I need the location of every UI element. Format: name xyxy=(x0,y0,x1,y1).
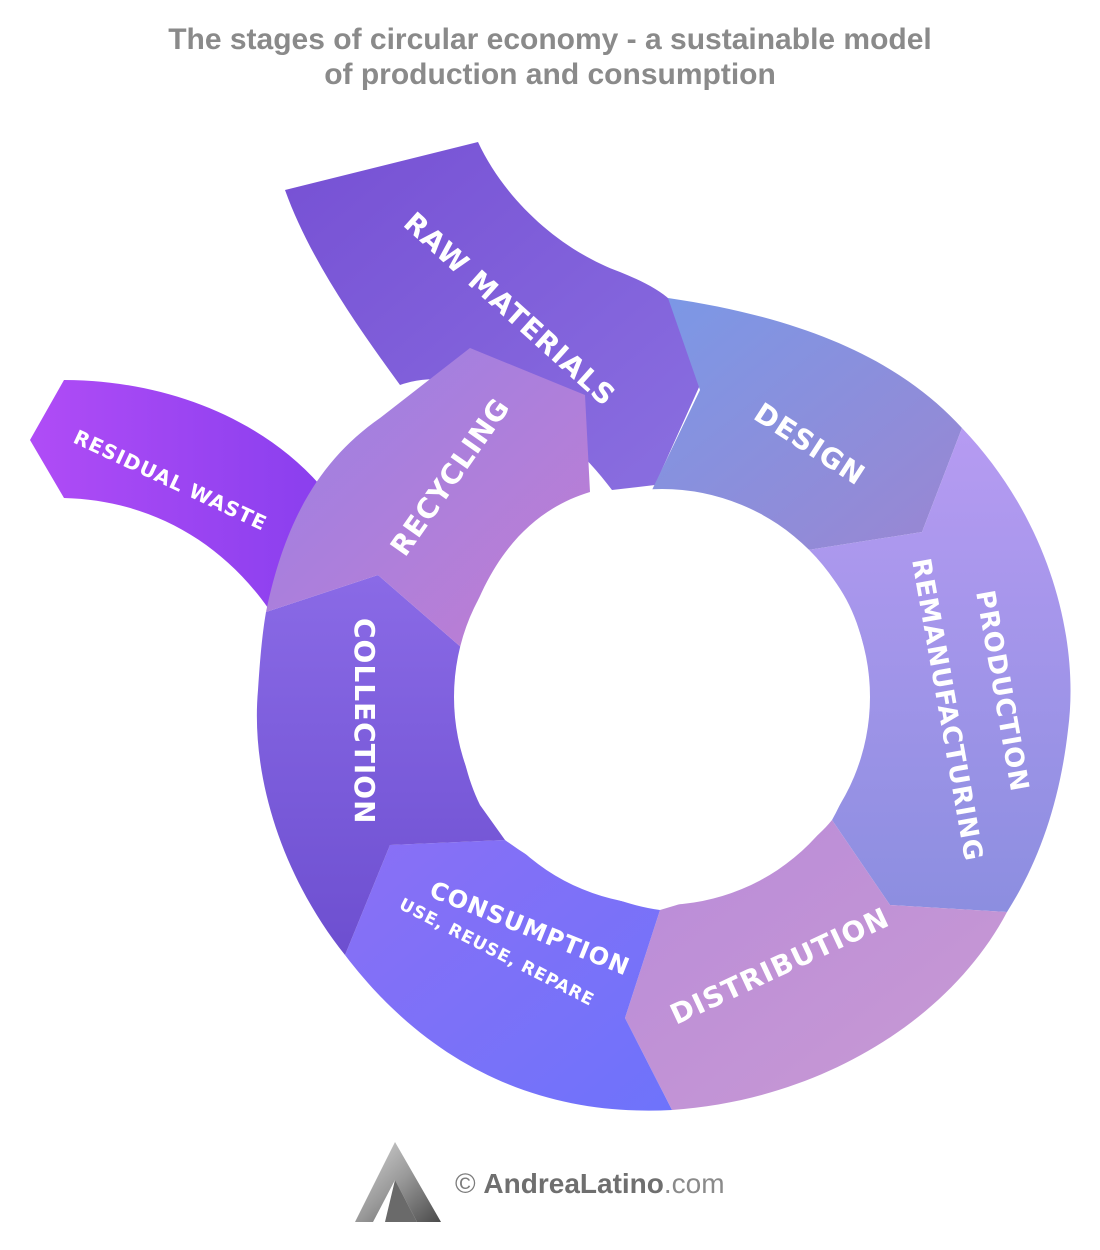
recycling-segment xyxy=(266,348,590,648)
footer: © AndreaLatino.com xyxy=(355,1140,775,1225)
footer-credit: © AndreaLatino.com xyxy=(455,1168,725,1200)
design-segment xyxy=(652,298,962,550)
collection-label: COLLECTION xyxy=(348,618,381,824)
residual-waste-segment xyxy=(30,380,320,608)
consumption-segment xyxy=(345,840,672,1111)
copyright-symbol: © xyxy=(455,1168,476,1199)
brand-domain: .com xyxy=(663,1168,725,1199)
brand-name: AndreaLatino xyxy=(483,1168,664,1199)
raw-materials-segment xyxy=(285,142,700,490)
andrea-latino-logo-icon xyxy=(355,1142,441,1222)
center-hole xyxy=(454,489,870,905)
title-line-2: of production and consumption xyxy=(324,58,776,91)
production-segment xyxy=(808,428,1071,912)
page-title: The stages of circular economy - a susta… xyxy=(0,22,1100,92)
title-line-1: The stages of circular economy - a susta… xyxy=(168,23,932,56)
collection-segment xyxy=(256,575,505,955)
